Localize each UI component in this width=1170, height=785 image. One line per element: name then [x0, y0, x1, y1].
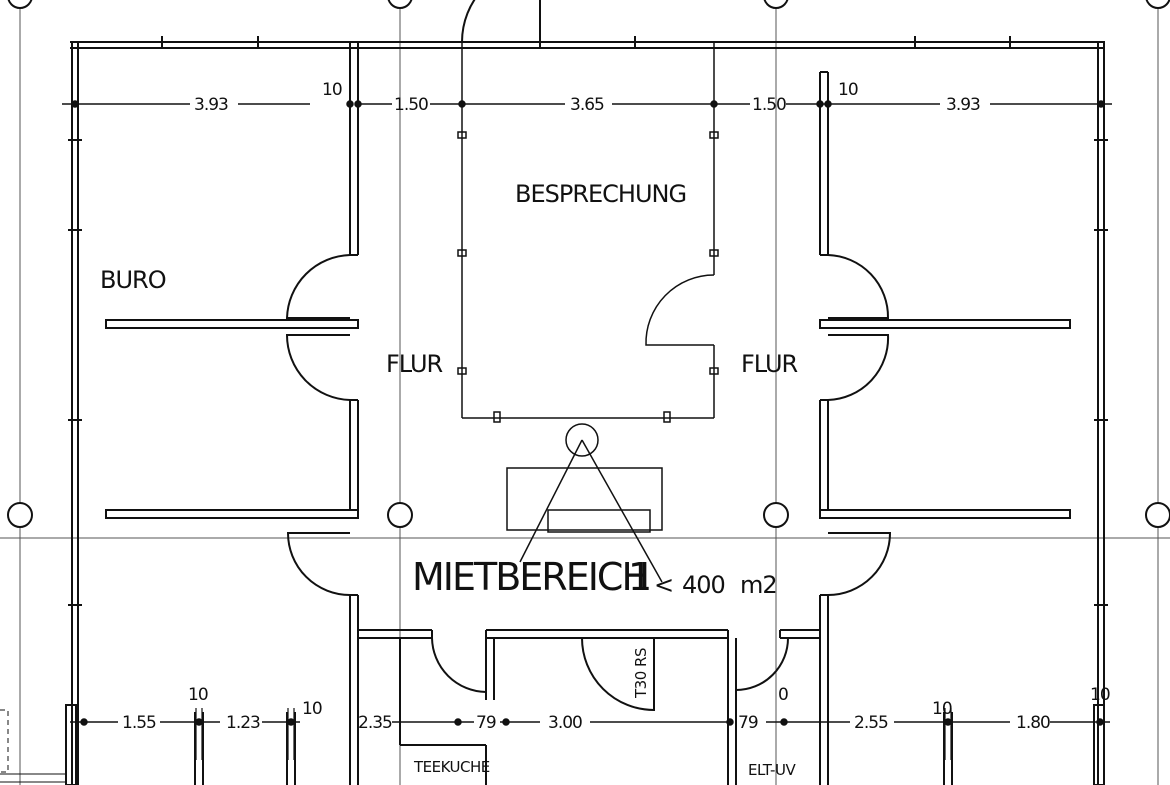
grid-circle [7, 502, 33, 528]
top-dimension-line [62, 100, 1112, 108]
dim-top-right-office: 3.93 [946, 95, 980, 115]
corridor-doors-bottom [286, 532, 892, 596]
dim-bottom-4: 79 [476, 713, 496, 733]
bottom-dimensions: 1.55 10 1.23 10 2.35 79 3.00 79 0 2.55 1… [122, 685, 1111, 733]
dim-top-left-wall: 10 [322, 80, 342, 100]
dim-bottom-7: 2.55 [854, 713, 888, 733]
grid-circle [763, 0, 789, 9]
lobby-doors [431, 637, 789, 712]
dim-bottom-5: 3.00 [548, 713, 582, 733]
lobby-walls [358, 629, 820, 785]
label-elt-uv: ELT-UV [748, 761, 796, 779]
room-labels: BURO BESPRECHUNG FLUR FLUR MIETBEREICH 1… [100, 180, 799, 779]
top-dimensions: 3.93 10 1.50 3.65 1.50 10 3.93 [194, 80, 981, 115]
dim-bottom-wall-5: 10 [1090, 685, 1110, 705]
dim-top-left-corridor: 1.50 [394, 95, 428, 115]
left-corridor-wall [349, 42, 359, 785]
label-besprechung: BESPRECHUNG [515, 180, 686, 208]
grid-circle [387, 502, 413, 528]
core-shaft [506, 423, 663, 583]
label-door-rating: T30 RS [632, 648, 650, 699]
dim-bottom-2: 1.23 [226, 713, 260, 733]
dim-top-left-office: 3.93 [194, 95, 228, 115]
dim-bottom-wall-3: 0 [778, 685, 788, 705]
grid-circle [387, 0, 413, 9]
label-area-unit: m2 [740, 571, 777, 599]
bottom-partitions [0, 704, 1105, 785]
label-flur-right: FLUR [741, 350, 798, 378]
wall-witness-lines [195, 708, 952, 760]
grid-markers [7, 0, 1170, 528]
right-office-doors [827, 254, 890, 401]
dim-bottom-wall-2: 10 [302, 699, 322, 719]
entrance-door [461, 0, 541, 43]
outer-walls [68, 36, 1108, 785]
right-corridor-wall [819, 71, 829, 785]
dim-bottom-8: 1.80 [1016, 713, 1050, 733]
grid-circle [1145, 502, 1170, 528]
grid-circle [1145, 0, 1170, 9]
area-lt-symbol: < [654, 571, 673, 599]
left-office-doors [285, 254, 351, 401]
dim-bottom-6: 79 [738, 713, 758, 733]
label-area: 400 [682, 571, 725, 599]
grid-circle [763, 502, 789, 528]
label-teekuche: TEEKUCHE [413, 758, 490, 776]
right-partitions [819, 319, 1071, 519]
dim-bottom-3: 2.35 [358, 713, 392, 733]
dim-bottom-wall-1: 10 [188, 685, 208, 705]
dim-bottom-wall-4: 10 [932, 699, 952, 719]
grid-circle [7, 0, 33, 9]
dim-top-right-wall: 10 [838, 80, 858, 100]
label-flur-left: FLUR [386, 350, 443, 378]
dim-top-right-corridor: 1.50 [752, 95, 786, 115]
left-partitions [105, 319, 359, 519]
dim-top-meeting: 3.65 [570, 95, 604, 115]
dim-bottom-1: 1.55 [122, 713, 156, 733]
label-mietbereich: MIETBEREICH [412, 555, 648, 599]
label-mietbereich-number: 1 [628, 555, 650, 599]
label-buro: BURO [100, 266, 166, 294]
